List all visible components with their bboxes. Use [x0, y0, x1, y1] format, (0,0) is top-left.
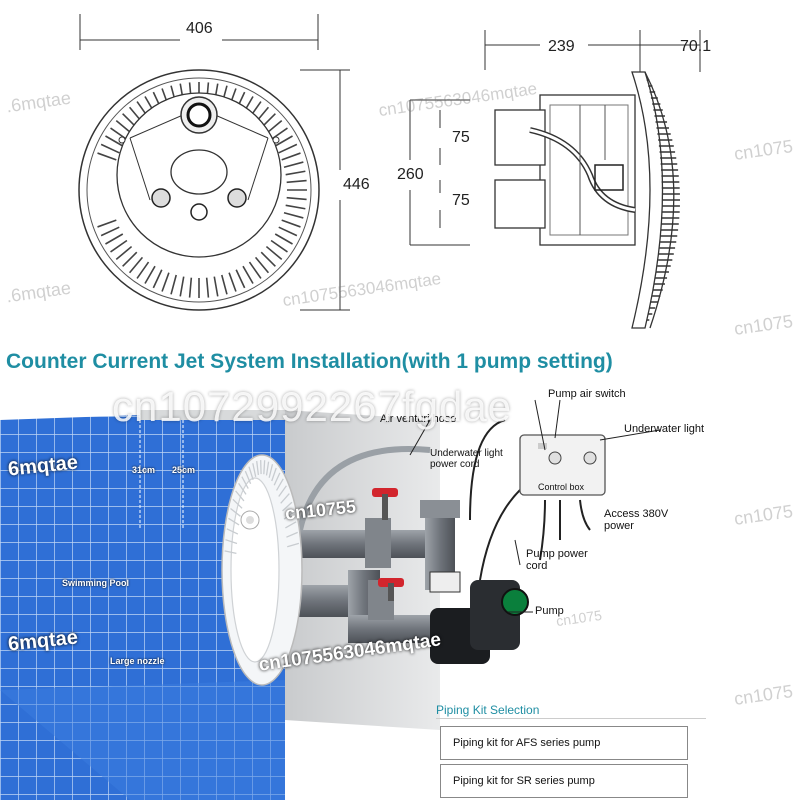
label-swimming-pool: Swimming Pool — [62, 578, 130, 588]
side-flange-label: 70.1 — [680, 38, 712, 55]
side-view-drawing — [409, 30, 701, 329]
side-port-upper-label: 75 — [452, 129, 470, 146]
label-pump: Pump — [535, 605, 564, 617]
label-dim-25: 25cm — [172, 465, 196, 475]
front-height-label: 446 — [343, 176, 370, 193]
side-height-label: 260 — [397, 166, 424, 183]
piping-kit-row[interactable]: Piping kit for SR series pump — [440, 764, 688, 798]
side-port-lower-label: 75 — [452, 192, 470, 209]
front-view-drawing — [78, 14, 350, 311]
label-pump-power-cord: Pump power cord — [526, 548, 588, 572]
front-width-label: 406 — [186, 20, 213, 37]
piping-kit-heading: Piping Kit Selection — [436, 703, 540, 717]
label-access-power: Access 380V power — [604, 508, 669, 532]
label-large-nozzle: Large nozzle — [110, 656, 165, 666]
label-dim-31: 31cm — [132, 465, 156, 475]
label-light-power-cord: Underwater light power cord — [430, 448, 503, 470]
page-title: Counter Current Jet System Installation(… — [6, 350, 613, 373]
label-underwater-light: Underwater light — [624, 423, 705, 435]
label-control-box: Control box — [538, 482, 585, 492]
piping-kit-row[interactable]: Piping kit for AFS series pump — [440, 726, 688, 760]
label-air-venturi-hose: Air venturi hose — [380, 413, 457, 425]
watermark-large: cn1072992267fgdae — [112, 383, 513, 430]
side-depth-label: 239 — [548, 38, 575, 55]
piping-kit-label: Piping kit for AFS series pump — [453, 737, 601, 749]
piping-kit-divider — [436, 718, 706, 719]
piping-kit-label: Piping kit for SR series pump — [453, 775, 595, 787]
label-pump-air-switch: Pump air switch — [548, 388, 626, 400]
installation-illustration — [0, 399, 661, 800]
